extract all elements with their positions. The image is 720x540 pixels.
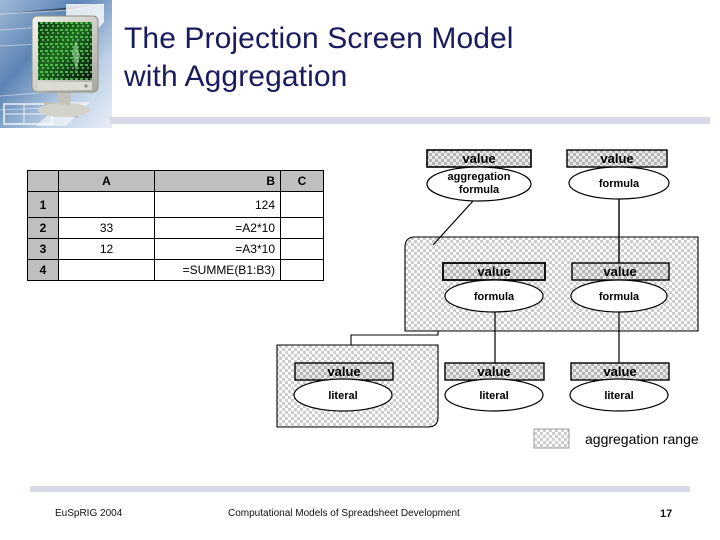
cell-a3: 12: [58, 238, 155, 260]
node-type-label: literal: [479, 390, 508, 402]
node-top-right-formula: value formula: [566, 149, 670, 200]
node-type-label-line1: aggregation: [448, 171, 511, 183]
title-divider: [110, 117, 710, 124]
slide-logo-graphic: [0, 0, 112, 128]
cell-b4: =SUMME(B1:B3): [154, 259, 281, 281]
spreadsheet-table: A B C 1 124 2 33 =A2*10 3 12 =A3*10 4 =S…: [27, 170, 324, 281]
cell-a2: 33: [58, 217, 155, 239]
cell-c4: [280, 259, 324, 281]
node-mid-left-formula: value formula: [442, 262, 546, 313]
node-type-label: literal: [328, 390, 357, 402]
table-header-row: A B C: [27, 170, 324, 192]
connector-agg-to-range: [432, 200, 474, 246]
legend-swatch-aggregation-range: [533, 428, 570, 449]
node-type-label: formula: [599, 291, 640, 303]
node-value-label: value: [603, 364, 636, 379]
node-type-label: formula: [599, 178, 640, 190]
node-type-label: formula: [474, 291, 515, 303]
projection-screen-diagram: value aggregation formula value formula …: [255, 135, 720, 475]
page-title: The Projection Screen Model with Aggrega…: [124, 20, 684, 96]
table-row: 2 33 =A2*10: [27, 217, 324, 239]
cell-b2: =A2*10: [154, 217, 281, 239]
cell-a4: [58, 259, 155, 281]
footer-divider: [30, 486, 690, 492]
column-header-b: B: [154, 170, 281, 192]
footer-page-number: 17: [660, 508, 673, 520]
node-value-label: value: [462, 151, 495, 166]
row-header-4: 4: [27, 259, 59, 281]
page-title-line1: The Projection Screen Model: [124, 22, 514, 55]
node-type-label: literal: [604, 390, 633, 402]
aggregation-range-region-upper: [404, 236, 699, 332]
node-mid-right-formula: value formula: [570, 262, 670, 313]
diagram-legend: aggregation range: [533, 428, 699, 449]
node-value-label: value: [603, 264, 636, 279]
node-aggregation-formula: value aggregation formula: [426, 149, 532, 202]
diagram-connectors: [432, 197, 620, 363]
node-bot-left-literal: value literal: [293, 362, 394, 412]
cell-c1: [280, 191, 324, 218]
node-value-label: value: [477, 264, 510, 279]
table-row: 3 12 =A3*10: [27, 238, 324, 260]
row-header-2: 2: [27, 217, 59, 239]
node-bot-mid-literal: value literal: [444, 362, 545, 412]
connector-range-elbow: [350, 331, 439, 345]
cell-a1: [58, 191, 155, 218]
column-header-a: A: [58, 170, 155, 192]
node-bot-right-literal: value literal: [569, 362, 670, 412]
node-value-label: value: [477, 364, 510, 379]
sheet-corner-cell: [27, 170, 59, 192]
row-header-3: 3: [27, 238, 59, 260]
table-row: 4 =SUMME(B1:B3): [27, 259, 324, 281]
node-value-label: value: [327, 364, 360, 379]
legend-label: aggregation range: [585, 431, 699, 447]
page-title-line2: with Aggregation: [124, 60, 348, 93]
footer-presentation-title: Computational Models of Spreadsheet Deve…: [228, 508, 460, 519]
table-row: 1 124: [27, 191, 324, 218]
footer-conference: EuSpRIG 2004: [55, 508, 123, 519]
monitor-icon: [0, 0, 112, 128]
node-type-label-line2: formula: [459, 184, 500, 196]
row-header-1: 1: [27, 191, 59, 218]
node-value-label: value: [600, 151, 633, 166]
